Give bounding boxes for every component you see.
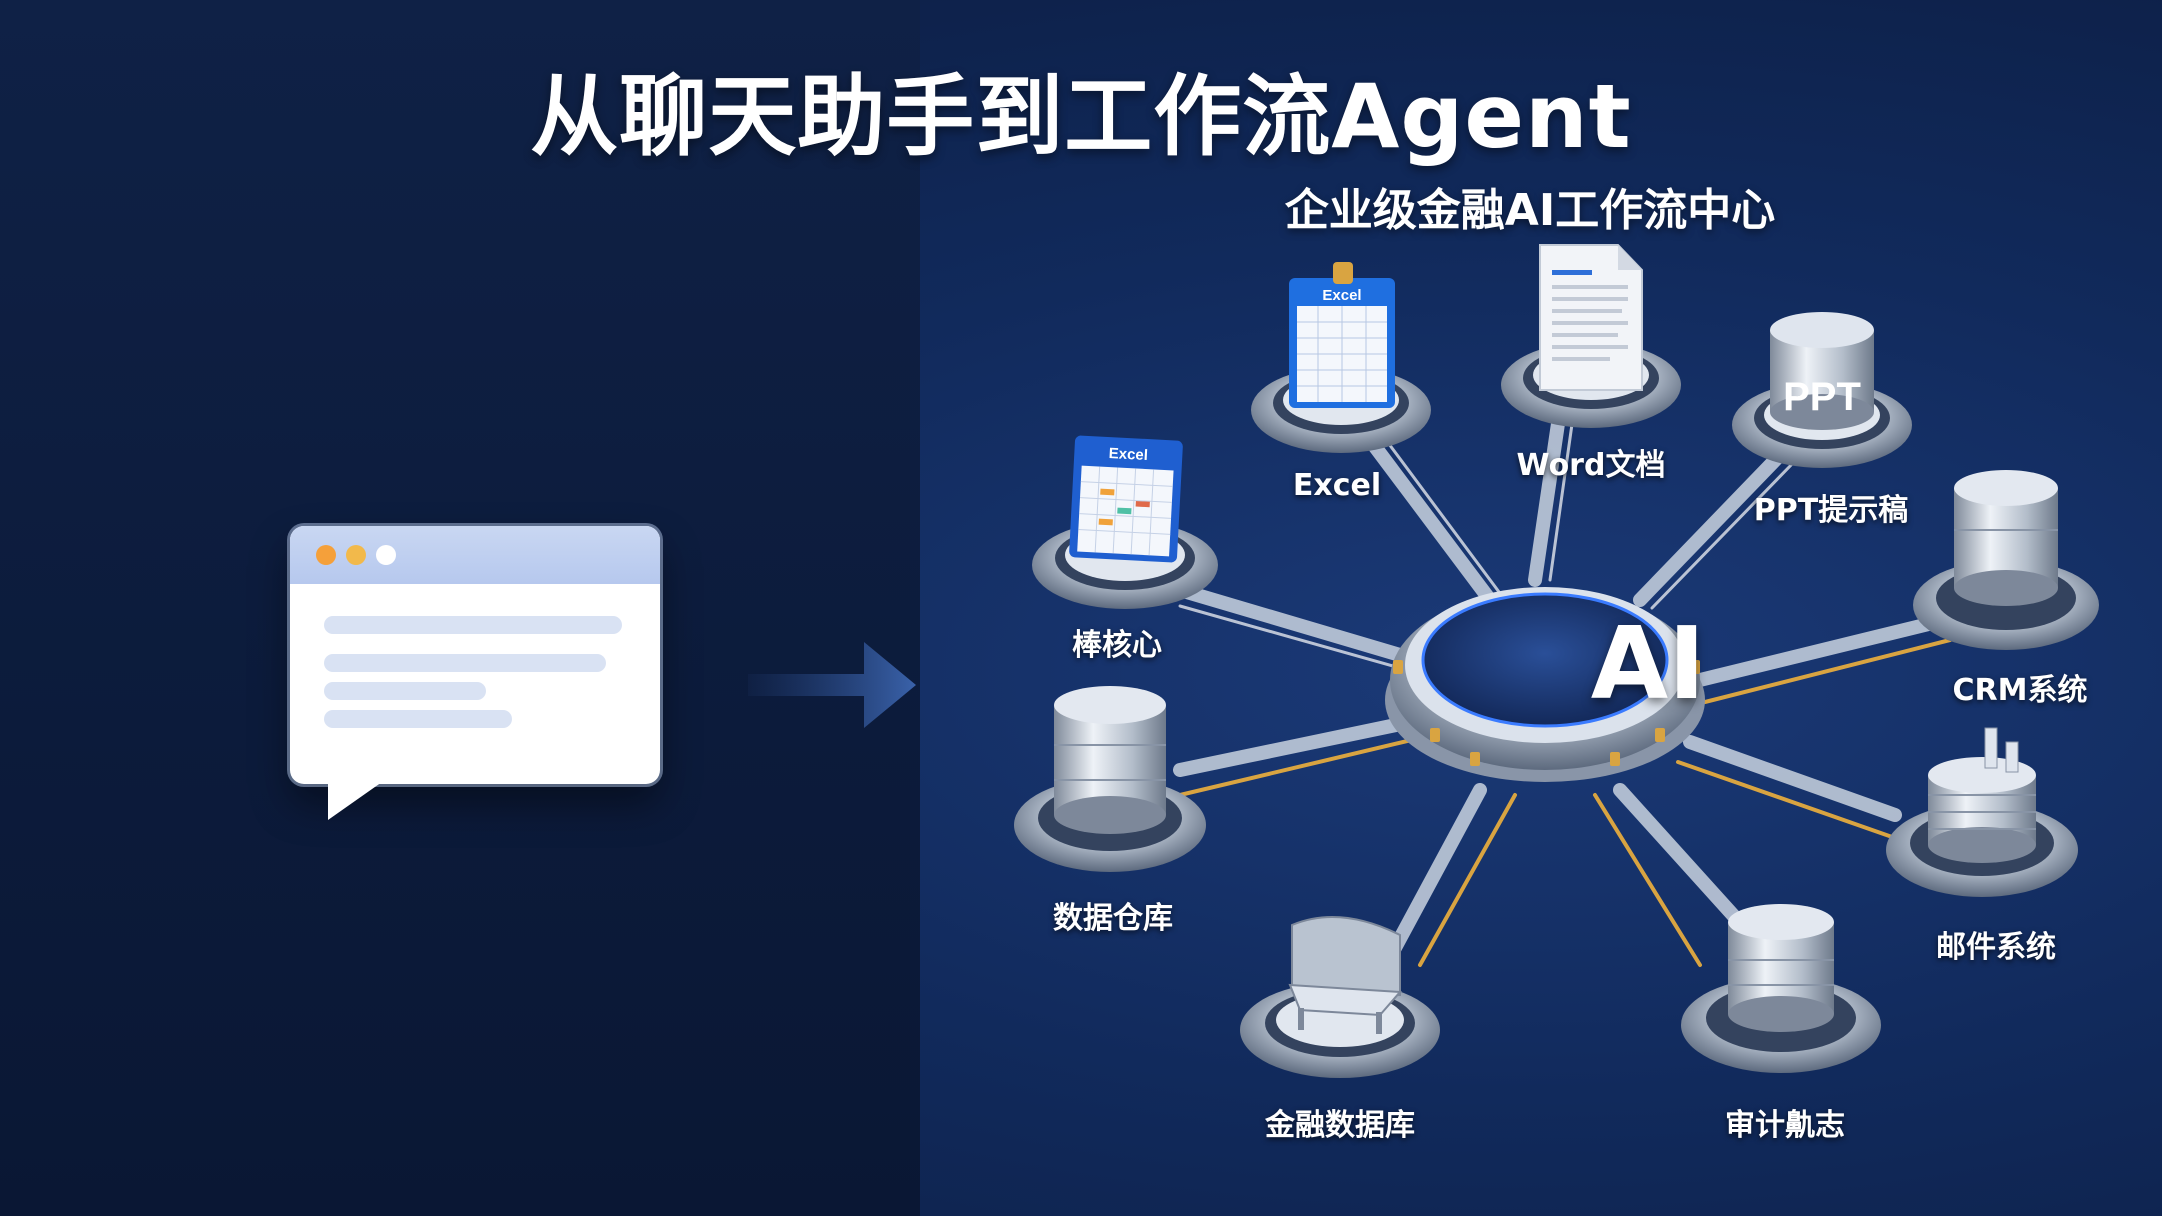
node-label-fin-db: 金融数据库	[1265, 1108, 1415, 1143]
chat-text-line	[324, 616, 622, 634]
window-dot-yellow-icon	[346, 545, 366, 565]
window-dot-orange-icon	[316, 545, 336, 565]
connector-excel	[1363, 433, 1504, 607]
page-title: 从聊天助手到工作流Agent	[530, 65, 1632, 168]
connector-risk-core	[1173, 583, 1407, 670]
chat-titlebar	[290, 526, 660, 584]
window-dot-white-icon	[376, 545, 396, 565]
ppt-icon-label: PPT	[1783, 375, 1861, 419]
node-label-excel: Excel	[1292, 468, 1382, 503]
excel-clipboard-label: Excel	[1322, 287, 1361, 304]
node-label-risk-core: 棒核心	[1072, 628, 1162, 663]
excel-calendar-label: Excel	[1108, 445, 1148, 464]
connector-mail	[1676, 735, 1902, 840]
subtitle: 企业级金融AI工作流中心	[1284, 185, 1776, 236]
chat-bubble-tail	[328, 782, 382, 820]
ai-hub	[1385, 587, 1705, 782]
node-label-mail: 邮件系统	[1936, 930, 2056, 965]
ppt-cylinder-icon: PPT	[1770, 312, 1874, 430]
ai-hub-label: AI	[1590, 605, 1706, 722]
excel-clipboard-icon: Excel	[1289, 262, 1395, 408]
node-label-crm: CRM系统	[1952, 673, 2088, 708]
node-label-word: Word文档	[1516, 448, 1666, 483]
mail-server-icon	[1928, 727, 2036, 863]
arrow-right-icon	[748, 642, 916, 728]
node-label-warehouse: 数据仓库	[1053, 901, 1173, 936]
crm-database-icon	[1954, 470, 2058, 606]
excel-calendar-icon: Excel	[1069, 435, 1183, 563]
node-label-audit: 审计鼽志	[1725, 1108, 1845, 1143]
connector-crm	[1693, 613, 1952, 704]
warehouse-database-icon	[1054, 686, 1166, 834]
audit-database-icon	[1728, 904, 1834, 1032]
word-document-icon	[1539, 244, 1643, 391]
connector-word	[1528, 403, 1576, 587]
connector-ppt	[1633, 448, 1796, 610]
chair-icon	[1288, 916, 1403, 1034]
chat-window-illustration	[290, 526, 660, 784]
connector-warehouse	[1173, 713, 1427, 797]
chat-text-line	[324, 710, 512, 728]
chat-text-line	[324, 654, 606, 672]
node-label-ppt: PPT提示稿	[1753, 493, 1909, 528]
chat-text-line	[324, 682, 486, 700]
